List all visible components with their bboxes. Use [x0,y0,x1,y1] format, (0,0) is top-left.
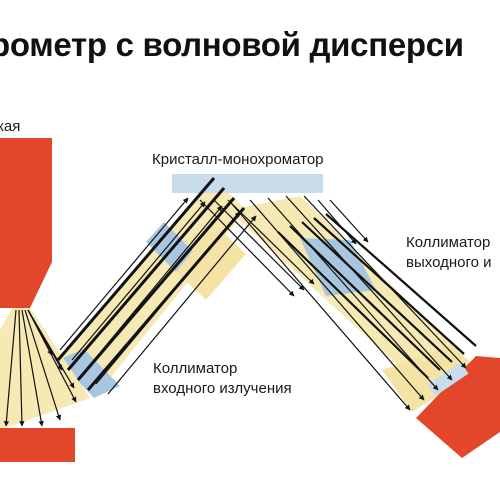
lower-red-block [0,428,75,462]
input-collimator-blades [56,177,246,391]
sample-source [0,138,52,308]
output-collimator-label-line2: выходного и [406,254,492,271]
crystal-monochromator [172,174,323,193]
output-beam-rays [199,195,467,411]
emission-fan [0,308,90,430]
input-collimator-blue [58,349,120,398]
input-collimator-upper-yellow [176,224,246,300]
input-collimator-label-line2: входного излучения [153,380,292,397]
input-beam-rays [59,197,257,395]
output-collimator-yellow [382,345,478,412]
sample-label: кая [0,118,21,135]
crystal-monochromator-label: Кристалл-монохроматор [152,151,324,168]
detector [416,356,500,458]
emission-arrows [3,309,77,427]
output-collimator-label: Коллиматор выходного и [406,233,492,273]
input-collimator-label-line1: Коллиматор [153,360,238,377]
output-collimator-blades [277,213,477,379]
input-collimator-label: Коллиматор входного излучения [153,359,292,399]
page-title: рометр с волновой дисперси [0,26,464,63]
output-collimator-label-line1: Коллиматор [406,234,491,251]
output-beam [228,196,478,404]
